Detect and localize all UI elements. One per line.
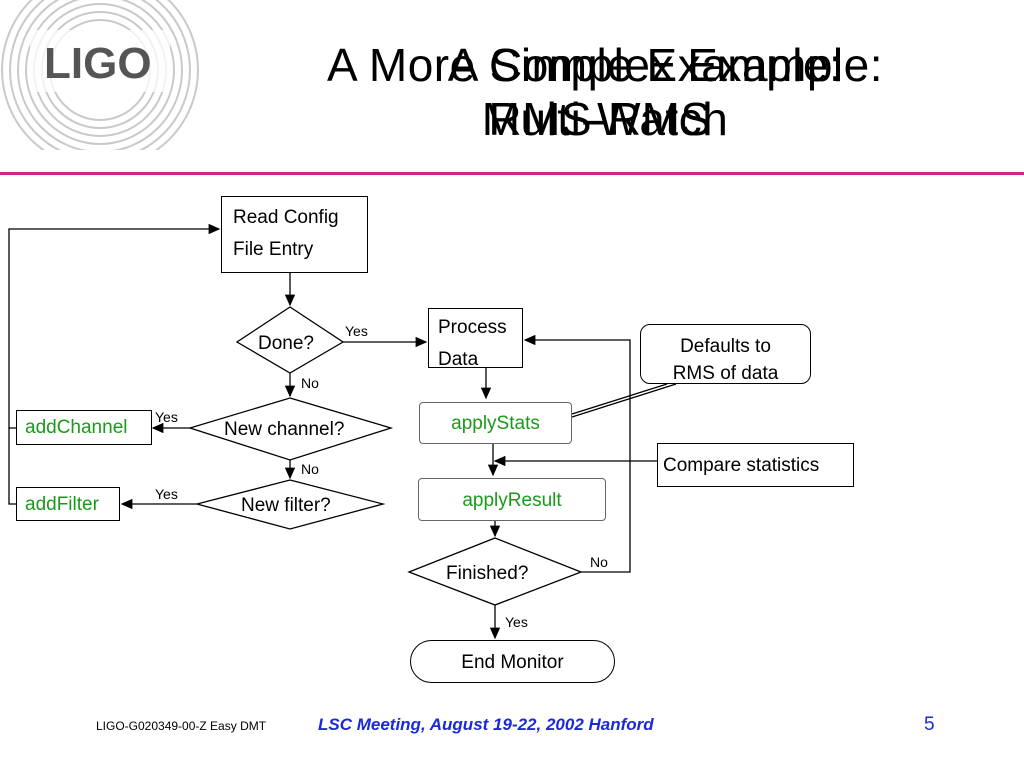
defaults-note-line2: RMS of data xyxy=(672,363,779,384)
channel-no-label: No xyxy=(301,461,319,477)
slide-title-a-line2: Multi-Watch xyxy=(481,93,729,145)
slide-title-a-line1: A More Complex Example: xyxy=(326,39,884,91)
footer-doc-id: LIGO-G020349-00-Z Easy DMT xyxy=(96,719,267,733)
read-config-line2: File Entry xyxy=(233,239,314,260)
new-channel-label: New channel? xyxy=(224,419,345,440)
slide-title-b-line2: RMS-RMS xyxy=(488,93,712,145)
add-channel-label: addChannel xyxy=(25,417,128,438)
done-yes-label: Yes xyxy=(345,323,368,339)
footer-meeting: LSC Meeting, August 19-22, 2002 Hanford xyxy=(318,715,654,734)
add-filter-box: addFilter xyxy=(16,487,120,521)
finished-yes-label: Yes xyxy=(505,614,528,630)
logo-text: LIGO xyxy=(44,39,152,88)
add-filter-label: addFilter xyxy=(25,494,99,515)
process-data-box: Process Data xyxy=(428,308,523,370)
finished-label: Finished? xyxy=(446,563,529,584)
end-monitor-label: End Monitor xyxy=(461,652,564,673)
done-no-label: No xyxy=(301,375,319,391)
page-number: 5 xyxy=(924,714,935,735)
channel-yes-label: Yes xyxy=(155,409,178,425)
end-monitor-terminal: End Monitor xyxy=(410,640,615,683)
compare-statistics-box: Compare statistics xyxy=(657,443,854,487)
finished-diamond xyxy=(407,537,583,606)
slide-title-b-line1: A Simple Example: xyxy=(447,39,843,91)
new-filter-label: New filter? xyxy=(241,495,331,516)
new-channel-diamond xyxy=(187,397,394,461)
read-config-line1: Read Config xyxy=(233,207,339,228)
apply-stats-label: applyStats xyxy=(451,413,540,434)
process-data-line1: Process xyxy=(438,317,507,338)
apply-result-label: applyResult xyxy=(462,490,562,511)
apply-stats-box: applyStats xyxy=(419,402,572,444)
ligo-logo: LIGO xyxy=(1,0,199,150)
compare-statistics-label: Compare statistics xyxy=(663,455,820,476)
filter-yes-label: Yes xyxy=(155,486,178,502)
title-divider xyxy=(0,172,1024,175)
process-data-line2: Data xyxy=(438,349,479,370)
done-diamond xyxy=(235,306,345,374)
add-channel-box: addChannel xyxy=(16,410,152,445)
new-filter-diamond xyxy=(194,479,386,530)
finished-no-label: No xyxy=(590,554,608,570)
read-config-box: Read Config File Entry xyxy=(221,196,368,273)
done-label: Done? xyxy=(258,333,314,354)
defaults-note-box: Defaults to RMS of data xyxy=(640,324,811,384)
apply-result-box: applyResult xyxy=(418,478,606,521)
defaults-note-line1: Defaults to xyxy=(680,336,771,357)
